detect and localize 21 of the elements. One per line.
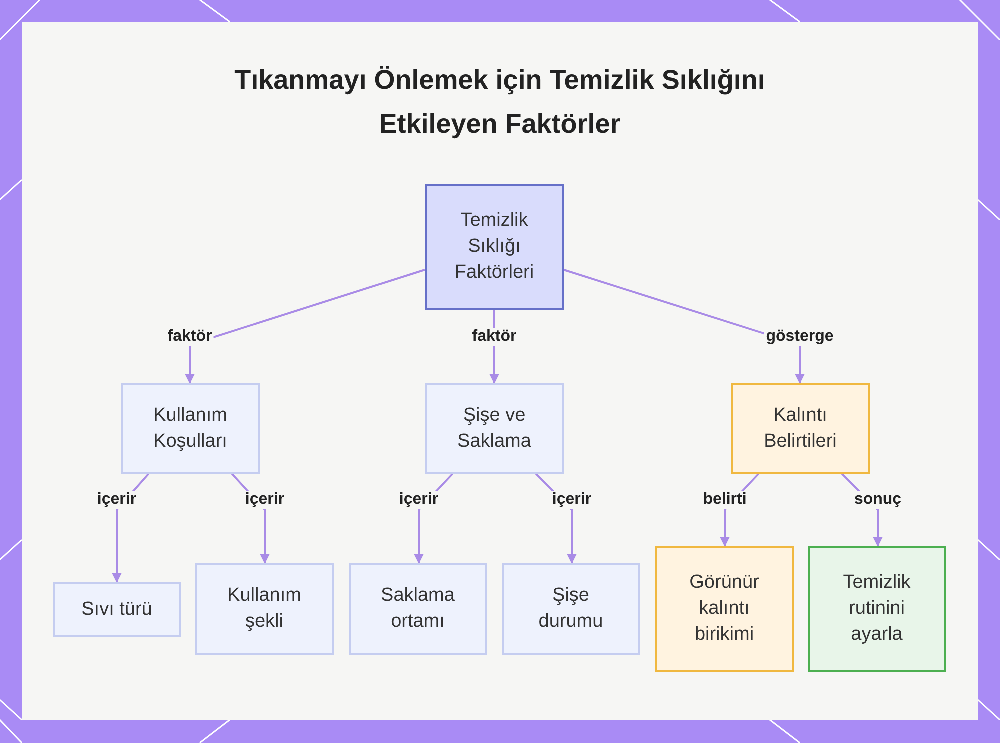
edge-label: içerir xyxy=(243,491,287,509)
process-box: Saklama ortamı xyxy=(349,563,487,655)
process-box: Kullanım şekli xyxy=(195,563,334,655)
edge-label: faktör xyxy=(470,328,519,346)
process-box: Temizlik rutinini ayarla xyxy=(808,546,946,672)
diagram-title: Tıkanmayı Önlemek için Temizlik Sıklığını Etkileyen Faktörler xyxy=(234,64,766,141)
process-box: Kullanım Koşulları xyxy=(121,383,260,474)
process-box: Kalıntı Belirtileri xyxy=(731,383,870,474)
edge-label: gösterge xyxy=(764,328,836,346)
edge-label: içerir xyxy=(95,491,139,509)
arrow xyxy=(185,269,426,384)
edge-label: belirti xyxy=(701,491,749,509)
edge-label: sonuç xyxy=(852,491,904,509)
root-box: Temizlik Sıklığı Faktörleri xyxy=(425,184,564,310)
process-box: Görünür kalıntı birikimi xyxy=(655,546,794,672)
edge-label: içerir xyxy=(397,491,441,509)
edge-label: içerir xyxy=(550,491,594,509)
process-box: Şişe durumu xyxy=(502,563,640,655)
process-box: Sıvı türü xyxy=(53,582,181,637)
process-box: Şişe ve Saklama xyxy=(425,383,564,474)
edge-label: faktör xyxy=(166,328,214,346)
